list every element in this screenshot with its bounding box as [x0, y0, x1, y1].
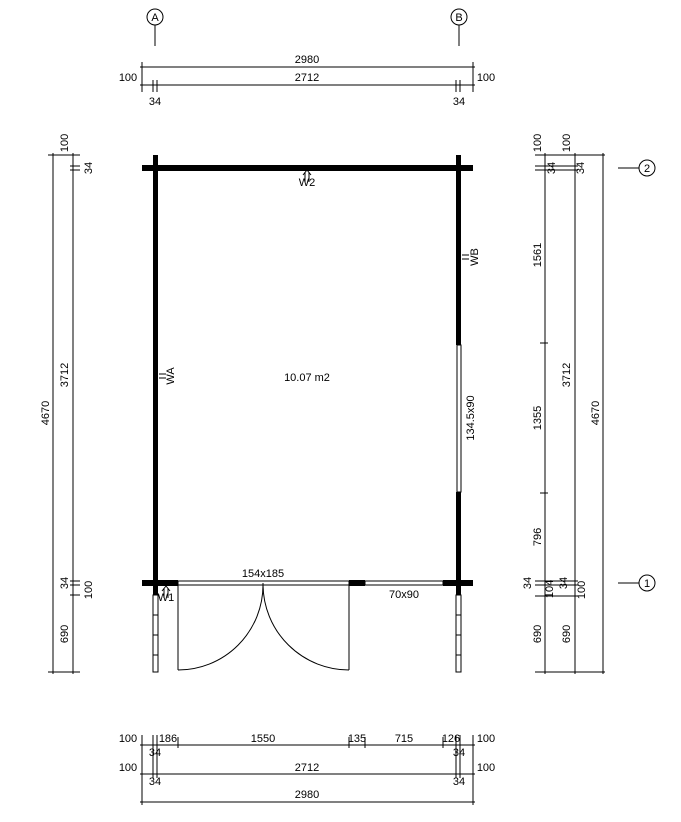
- axis-marker-2: 2: [618, 159, 656, 177]
- dimension-label: 3712: [561, 363, 573, 387]
- wall-tag-wa: WA: [159, 367, 177, 385]
- dimension-label: 690: [59, 625, 71, 643]
- dimension-label: 100: [477, 72, 495, 84]
- dimension-label: 34: [149, 776, 161, 788]
- dimension-label: 690: [532, 625, 544, 643]
- dimension-label: 34: [149, 747, 161, 759]
- dimension-label: A: [151, 12, 159, 24]
- dimension-label: 34: [546, 162, 558, 174]
- front-window-size: 70x90: [389, 589, 419, 601]
- dimension-label: 690: [561, 625, 573, 643]
- wall-back: [142, 165, 473, 171]
- wall-right-lower: [456, 492, 461, 595]
- walls: [142, 155, 473, 595]
- dimension-label: 3712: [59, 363, 71, 387]
- dimension-label: 135: [348, 733, 366, 745]
- wall-front-right: [443, 580, 473, 586]
- dimension-label: 715: [395, 733, 413, 745]
- dimension-label: 1550: [251, 733, 275, 745]
- double-door: [177, 583, 350, 671]
- dimension-label: B: [455, 12, 462, 24]
- dimension-label: 100: [576, 581, 588, 599]
- axis-marker-1: 1: [618, 574, 656, 592]
- axis-marker-b: B: [450, 8, 468, 46]
- dimension-label: 796: [532, 528, 544, 546]
- dimension-label: 34: [59, 577, 71, 589]
- dimension-label: 100: [119, 72, 137, 84]
- side-window-size: 134.5x90: [465, 395, 477, 440]
- wall-left: [153, 155, 158, 595]
- wall-front-left: [142, 580, 178, 586]
- dimension-label: 34: [83, 162, 95, 174]
- dimension-label: 34: [453, 96, 465, 108]
- dimension-label: 34: [575, 162, 587, 174]
- top-dimensions: 2980 2712 100 100 34 34: [119, 54, 495, 108]
- dimension-label: 1561: [532, 243, 544, 267]
- dimension-label: 4670: [40, 401, 52, 425]
- wall-front-mid: [349, 580, 365, 586]
- door-size: 154x185: [242, 568, 284, 580]
- side-window: [456, 344, 462, 493]
- dimension-label: 2712: [295, 762, 319, 774]
- dimension-label: 126: [442, 733, 460, 745]
- wall-tag-w1: W1: [158, 585, 175, 604]
- dimension-label: 186: [159, 733, 177, 745]
- dimension-label: 1: [644, 578, 650, 590]
- dimension-label: WA: [165, 367, 177, 385]
- left-dimensions: 100 34 3712 4670 34 100 690: [40, 134, 95, 674]
- dimension-label: 100: [477, 762, 495, 774]
- dimension-label: 1355: [532, 406, 544, 430]
- wall-right-upper: [456, 155, 461, 345]
- dimension-label: W2: [299, 177, 316, 189]
- dim-overall-width: 2980: [295, 54, 319, 66]
- dimension-label: W1: [158, 592, 175, 604]
- dim-inner-width: 2712: [295, 72, 319, 84]
- axis-marker-a: A: [146, 8, 164, 46]
- dimension-label: 34: [149, 96, 161, 108]
- dimension-label: 34: [453, 747, 465, 759]
- dimension-label: 34: [522, 577, 534, 589]
- dimension-label: 4670: [590, 401, 602, 425]
- room-area: 10.07 m2: [284, 372, 330, 384]
- wall-tag-w2: W2: [299, 169, 316, 189]
- dimension-label: 2980: [295, 789, 319, 801]
- dimension-label: 2: [644, 163, 650, 175]
- bottom-dimensions: 100 186 1550 135 715 126 100 34 34 2712 …: [119, 733, 495, 805]
- dimension-label: 100: [477, 733, 495, 745]
- dimension-label: 100: [59, 134, 71, 152]
- wall-tag-wb: WB: [462, 248, 481, 266]
- porch-posts: [152, 594, 462, 673]
- dimension-label: 104: [544, 580, 556, 598]
- dimension-label: 100: [561, 134, 573, 152]
- dimension-label: 100: [119, 762, 137, 774]
- dimension-label: WB: [469, 248, 481, 266]
- dimension-label: 100: [532, 134, 544, 152]
- dimension-label: 100: [119, 733, 137, 745]
- dimension-label: 34: [453, 776, 465, 788]
- front-window: [364, 580, 444, 586]
- dimension-label: 34: [558, 577, 570, 589]
- dimension-label: 100: [83, 581, 95, 599]
- right-dimensions: 100 100 34 34 1561 1355 796 3712 4670 34…: [522, 134, 605, 674]
